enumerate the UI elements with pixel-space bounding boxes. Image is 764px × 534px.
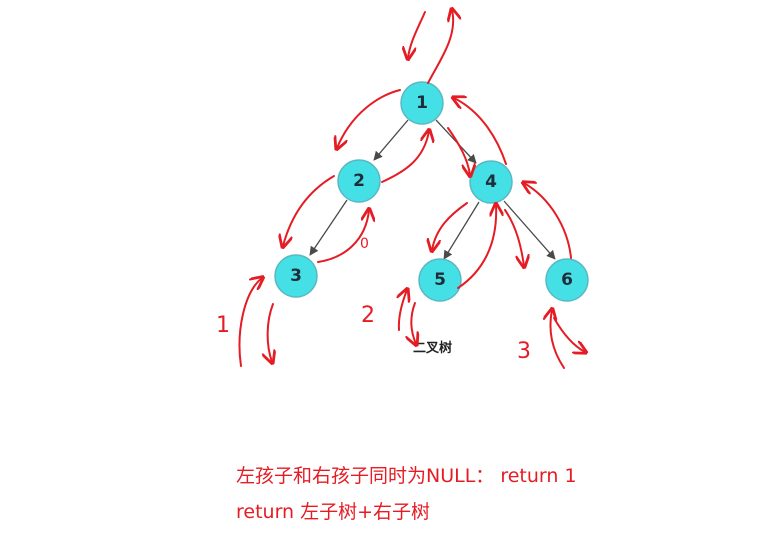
ink-root-to-2 — [337, 89, 401, 148]
node-label: 5 — [434, 270, 446, 290]
ink-6-return-to-4 — [524, 183, 572, 259]
ink-4-return-to-root — [454, 98, 507, 165]
tree-node-2: 2 — [337, 159, 381, 203]
ink-3-return-to-2 — [317, 210, 369, 263]
leaf-count-5: 2 — [361, 303, 375, 328]
tree-node-6: 6 — [545, 258, 589, 302]
tree-node-5: 5 — [418, 258, 462, 302]
edge-1-2 — [373, 119, 409, 161]
ink-root-to-4 — [447, 127, 470, 175]
ink-3-right-down — [268, 303, 273, 362]
leaf-count-6: 3 — [517, 339, 531, 364]
node-label: 1 — [416, 93, 428, 113]
tree-edges — [309, 119, 556, 260]
leaf-count-3: 1 — [216, 313, 230, 338]
ink-5-right-down — [411, 302, 416, 344]
ink-enter-root — [408, 11, 426, 58]
edge-2-3 — [309, 199, 348, 256]
node-label: 6 — [561, 270, 573, 290]
ink-2-return-to-root — [381, 131, 429, 183]
rule-sum-subtrees: return 左子树+右子树 — [236, 501, 431, 523]
ink-5-return-to-4 — [457, 205, 496, 289]
zero-mark: 0 — [360, 236, 369, 252]
tree-caption: 二叉树 — [413, 340, 452, 356]
ink-6-right-down — [553, 317, 585, 352]
edge-4-6 — [503, 200, 556, 260]
tree-node-1: 1 — [400, 81, 444, 125]
ink-6-left-up — [551, 310, 565, 369]
node-label: 4 — [485, 172, 497, 192]
ink-5-left-up — [399, 290, 407, 331]
ink-exit-root — [427, 10, 453, 84]
tree-node-3: 3 — [274, 254, 318, 298]
rule-leaf-returns-one: 左孩子和右孩子同时为NULL： return 1 — [236, 465, 577, 487]
ink-4-to-5 — [432, 202, 468, 250]
node-label: 2 — [353, 171, 365, 191]
ink-2-to-3 — [283, 175, 335, 246]
ink-3-left-up — [238, 278, 262, 367]
tree-node-4: 4 — [469, 160, 513, 204]
node-label: 3 — [290, 266, 302, 286]
ink-4-to-6 — [504, 209, 524, 266]
edge-4-5 — [443, 201, 480, 260]
handwritten-traversal-arrows — [238, 10, 585, 369]
